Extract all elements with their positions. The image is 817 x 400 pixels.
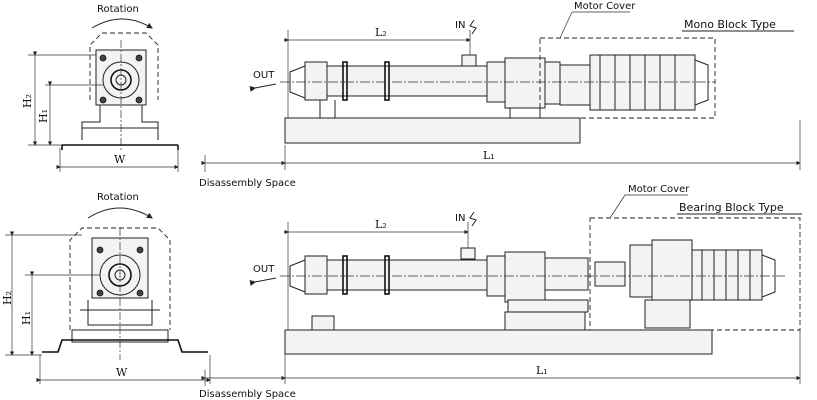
outlet-label: OUT: [253, 264, 275, 275]
type-label: Bearing Block Type: [679, 201, 784, 214]
type-label: Mono Block Type: [684, 18, 776, 31]
inlet-arrow-icon: [469, 19, 477, 35]
inlet-arrow-icon: [469, 211, 477, 227]
base-plate: [284, 117, 581, 144]
bearing-side-view: Rotation H₂ H₁ W: [1, 192, 211, 384]
outlet-arrow-icon: [249, 83, 277, 92]
rotation-arrow-icon: [91, 18, 153, 29]
l1-label: L₁: [483, 149, 495, 162]
rotation-label: Rotation: [97, 192, 139, 203]
outlet-label: OUT: [253, 70, 275, 81]
mono-front-view: L₂ IN OUT Motor Cover Mono Block Type L₁…: [199, 1, 801, 189]
base-plate: [284, 329, 713, 355]
l1-label: L₁: [536, 364, 548, 377]
disassembly-space-label: Disassembly Space: [199, 389, 296, 400]
h1-label: H₁: [37, 109, 50, 123]
h2-label: H₂: [1, 291, 14, 305]
l2-label: L₂: [375, 218, 387, 231]
motor-cover-label: Motor Cover: [628, 184, 690, 195]
motor-cover-label: Motor Cover: [574, 1, 636, 12]
rotation-label: Rotation: [97, 4, 139, 15]
mono-side-view: Rotation H₂ H₁ W: [21, 4, 179, 172]
w-label: W: [116, 366, 128, 379]
disassembly-space-label: Disassembly Space: [199, 178, 296, 189]
h1-label: H₁: [20, 311, 33, 325]
inlet-label: IN: [455, 20, 465, 31]
rotation-arrow-icon: [87, 207, 153, 219]
w-label: W: [114, 153, 126, 166]
bearing-front-view: L₂ IN OUT Motor Cover Bearing Block Type…: [199, 184, 802, 400]
h2-label: H₂: [21, 94, 34, 108]
outlet-arrow-icon: [249, 277, 277, 286]
inlet-label: IN: [455, 213, 465, 224]
motor-cover-box: [589, 217, 801, 331]
l2-label: L₂: [375, 26, 387, 39]
